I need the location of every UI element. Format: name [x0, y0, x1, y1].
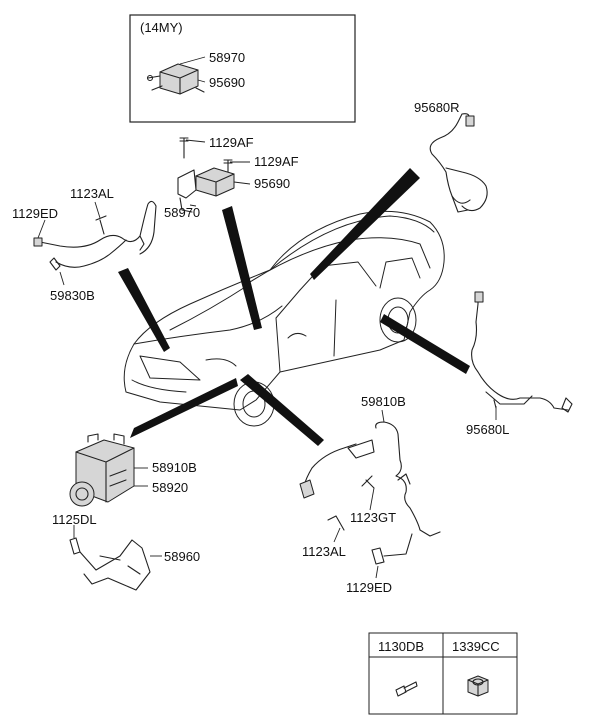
label-1129af-b: 1129AF	[254, 154, 299, 169]
label-1123gt: 1123GT	[350, 510, 396, 525]
legend-header-1130db: 1130DB	[378, 639, 424, 654]
sedan-outline-icon	[123, 210, 445, 427]
abs-bracket-icon	[69, 537, 151, 591]
label-58960: 58960	[164, 549, 200, 564]
arrow-front-right	[240, 374, 324, 446]
yaw-sensor-bracket-icon	[177, 137, 235, 213]
label-1125dl: 1125DL	[52, 512, 97, 527]
front-wheel-sensor-left-icon	[33, 200, 157, 271]
front-wheel-sensor-right-icon	[299, 421, 441, 565]
label-59810b: 59810B	[361, 394, 406, 409]
legend-header-1339cc: 1339CC	[452, 639, 500, 654]
nut-icon	[467, 675, 489, 697]
inset-title: (14MY)	[140, 20, 183, 35]
arrow-abs-unit	[130, 378, 238, 438]
label-58970: 58970	[164, 205, 200, 220]
arrow-rear-left	[380, 314, 470, 374]
yaw-sensor-inset-icon	[146, 63, 205, 95]
inset-label-58970: 58970	[209, 50, 245, 65]
label-58910b: 58910B	[152, 460, 197, 475]
pointer-arrows	[118, 168, 470, 446]
label-59830b: 59830B	[50, 288, 95, 303]
bolt-icon	[395, 681, 418, 697]
inset-14my: (14MY) 58970 95690	[129, 14, 356, 123]
label-1129ed-bot: 1129ED	[346, 580, 392, 595]
label-95680r: 95680R	[414, 100, 460, 115]
label-1129ed-top: 1129ED	[12, 206, 58, 221]
abs-modulator-icon	[69, 433, 135, 507]
fastener-legend-table: 1130DB 1339CC	[368, 632, 518, 715]
rear-wheel-sensor-right-icon	[429, 113, 488, 213]
arrow-yaw-sensor	[222, 206, 262, 330]
label-58920: 58920	[152, 480, 188, 495]
label-95680l: 95680L	[466, 422, 509, 437]
arrow-rear-right	[310, 168, 420, 280]
label-95690: 95690	[254, 176, 290, 191]
rear-wheel-sensor-left-icon	[471, 291, 573, 413]
inset-frame	[129, 14, 356, 123]
label-1123al-bot: 1123AL	[302, 544, 346, 559]
label-1129af-a: 1129AF	[209, 135, 254, 150]
arrow-front-sensor	[118, 268, 170, 352]
inset-label-95690: 95690	[209, 75, 245, 90]
label-1123al-top: 1123AL	[70, 186, 114, 201]
